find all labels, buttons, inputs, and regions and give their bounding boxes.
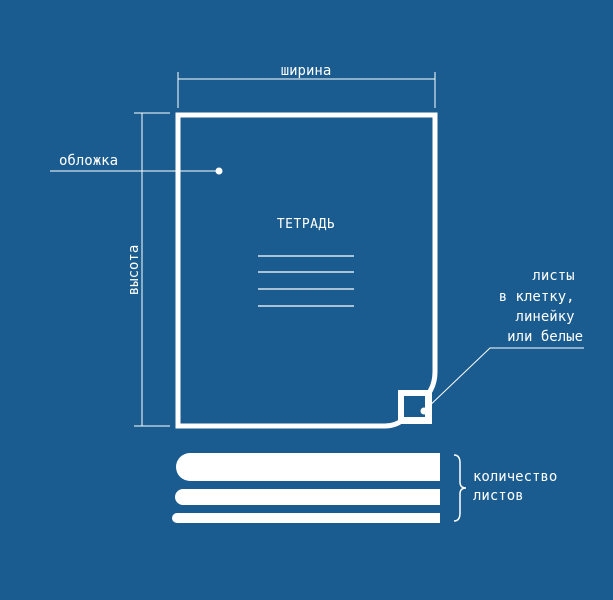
cover-callout — [50, 167, 223, 175]
count-label-line-2: листов — [473, 488, 524, 504]
notebook-cover — [175, 112, 438, 429]
height-label: высота — [126, 245, 142, 296]
sheets-label: листы в клетку, линейку или белые — [499, 268, 583, 345]
cover-label: обложка — [59, 153, 118, 169]
count-label: количество листов — [473, 469, 566, 504]
width-dimension — [177, 72, 436, 108]
count-brace — [453, 454, 467, 522]
stack-bar-thick — [176, 453, 440, 481]
sheets-leader-line — [423, 347, 584, 412]
cover-marker-dot — [215, 167, 223, 175]
stack-bar-thin — [172, 513, 440, 523]
sheets-label-line-3: линейку — [516, 309, 575, 325]
page-corner-inner — [404, 396, 425, 417]
sheets-label-line-2: в клетку, — [499, 289, 575, 305]
sheets-callout — [420, 347, 584, 415]
height-dimension — [134, 112, 170, 427]
sheets-label-line-1: листы — [532, 268, 574, 284]
notebook-title: ТЕТРАДЬ — [277, 217, 335, 232]
stack-bar-medium — [175, 489, 440, 505]
count-label-line-1: количество — [473, 469, 557, 485]
label-lines — [258, 255, 354, 307]
width-label: ширина — [281, 63, 332, 79]
sheets-marker-dot — [420, 407, 428, 415]
sheets-label-line-4: или белые — [507, 329, 583, 345]
notebook-stack — [172, 453, 440, 523]
page-corner — [398, 390, 432, 424]
